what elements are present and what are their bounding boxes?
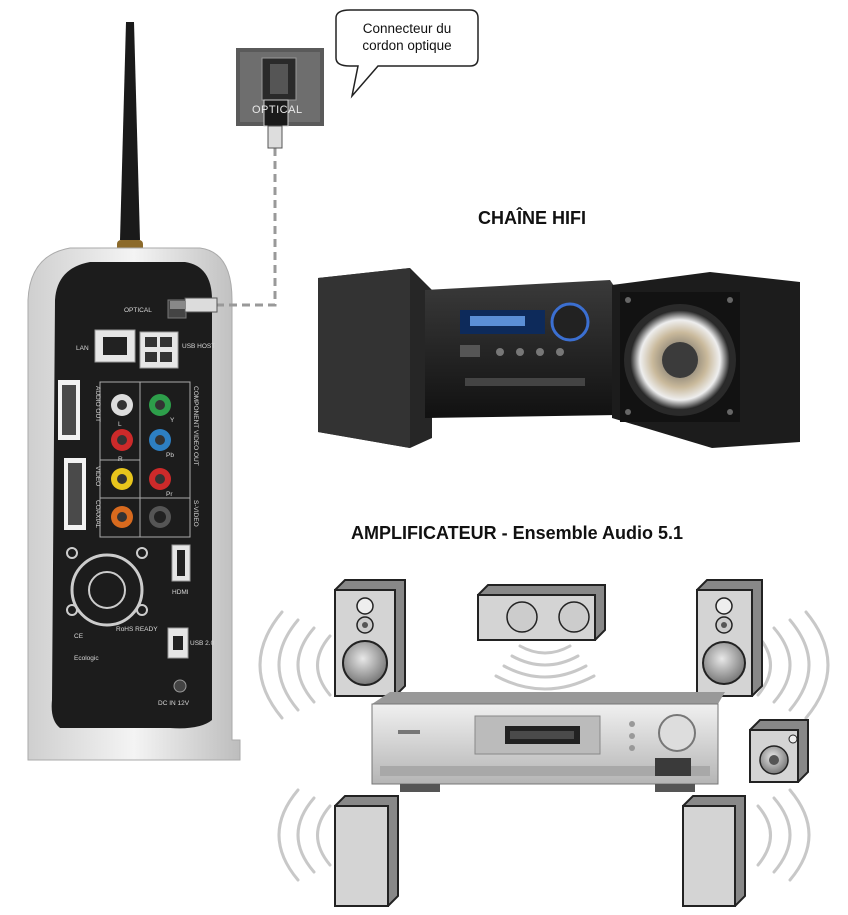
svg-text:Y: Y [170,417,175,424]
center-speaker [477,584,606,641]
svg-text:COAXIAL: COAXIAL [94,500,101,529]
svg-text:Pb: Pb [166,452,174,459]
front-left-speaker [334,579,406,697]
svg-text:USB HOST: USB HOST [182,343,215,350]
front-right-speaker [696,579,763,697]
svg-text:DC IN 12V: DC IN 12V [158,700,190,707]
media-player: OPTICAL LAN USB HOST HDMI USB 2.0 DC IN … [27,22,241,761]
amplifier-heading: AMPLIFICATEUR - Ensemble Audio 5.1 [351,523,684,543]
hifi-system [318,268,800,448]
svg-text:LAN: LAN [76,345,89,352]
player-body [51,262,212,729]
svg-text:Pr: Pr [166,491,173,498]
rear-right-speaker [682,795,746,907]
rca-jacks [111,394,171,528]
callout-label: Connecteur du cordon optique [340,20,474,54]
surround-system [258,579,830,907]
wifi-antenna [114,22,146,284]
callout-line-1: Connecteur du [362,21,452,36]
svg-text:COMPONENT VIDEO OUT: COMPONENT VIDEO OUT [192,386,199,466]
subwoofer [749,719,809,783]
optical-port-label: OPTICAL [252,104,303,116]
svg-text:USB 2.0: USB 2.0 [190,640,215,647]
optical-port-closeup [236,48,324,149]
fan-vent [66,547,148,627]
callout-line-2: cordon optique [362,38,452,53]
hifi-heading: CHAÎNE HIFI [478,208,586,228]
svg-text:AUDIO OUT: AUDIO OUT [94,386,101,422]
av-amplifier [371,692,725,792]
svg-text:OPTICAL: OPTICAL [124,307,152,314]
svg-text:R: R [118,456,123,463]
svg-text:VIDEO: VIDEO [94,466,101,486]
svg-text:L: L [118,421,122,428]
barcode-stickers [58,380,86,530]
callout-bubble [335,9,479,99]
svg-text:Ecologic: Ecologic [74,655,99,662]
rear-left-speaker [334,795,399,907]
optical-cable [170,148,277,313]
svg-text:RoHS READY: RoHS READY [116,626,158,633]
svg-text:CE: CE [74,633,84,640]
svg-text:S-VIDEO: S-VIDEO [192,500,199,527]
svg-text:HDMI: HDMI [172,589,189,596]
